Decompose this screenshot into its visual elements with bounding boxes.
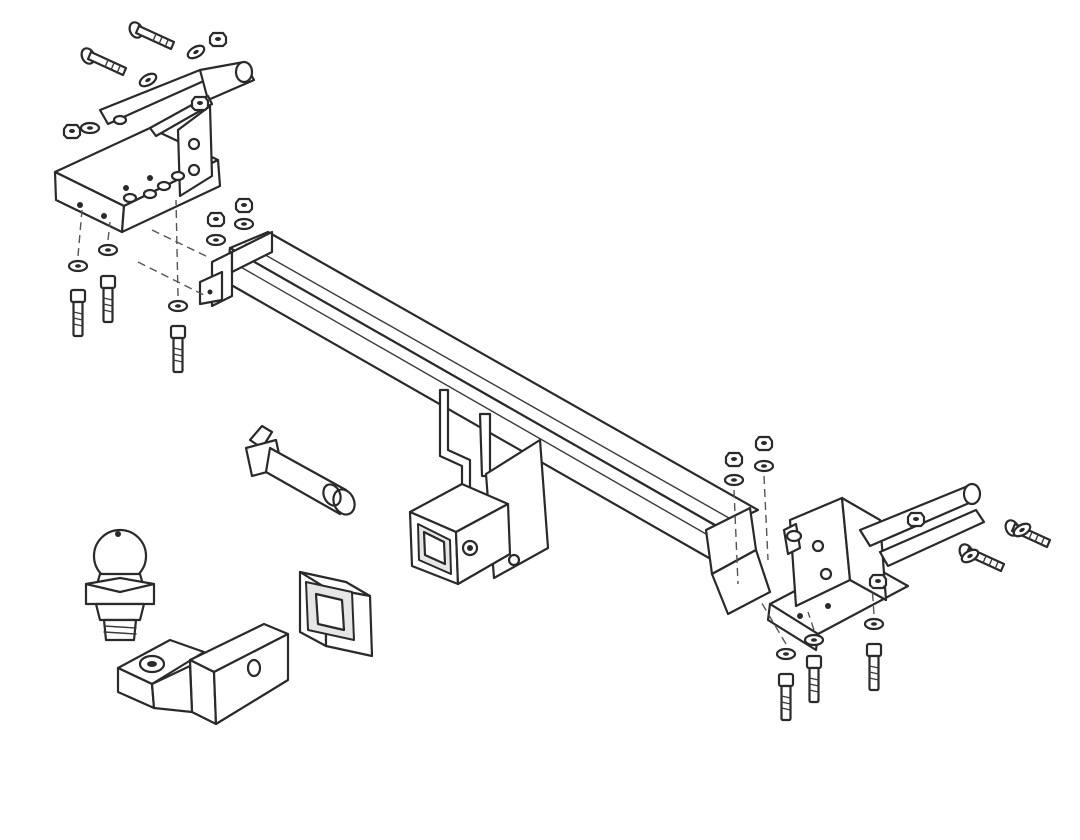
receiver-cover xyxy=(298,570,374,658)
bolts-and-washers xyxy=(62,19,1052,722)
hitch-pin xyxy=(244,424,356,516)
left-mounting-bracket xyxy=(53,60,256,234)
cross-bar-tube xyxy=(198,230,772,616)
tow-ball xyxy=(84,528,156,642)
receiver-hitch xyxy=(408,388,550,586)
ball-mount xyxy=(116,622,290,726)
